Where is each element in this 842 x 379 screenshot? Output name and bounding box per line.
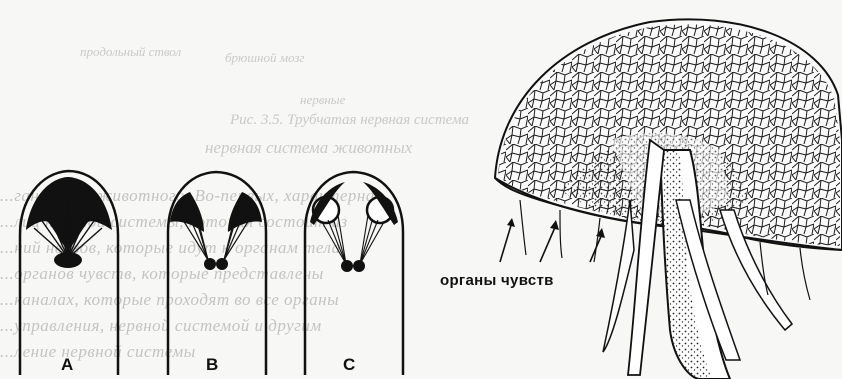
panel-c-diagram xyxy=(305,172,403,375)
panel-a-diagram xyxy=(20,171,118,375)
jellyfish-illustration xyxy=(495,19,842,379)
panel-a-label: А xyxy=(61,355,73,375)
sense-organs-label: органы чувств xyxy=(440,272,554,289)
panel-b-label: В xyxy=(206,355,218,375)
panel-c-label: С xyxy=(343,355,355,375)
panel-b-diagram xyxy=(168,172,266,375)
